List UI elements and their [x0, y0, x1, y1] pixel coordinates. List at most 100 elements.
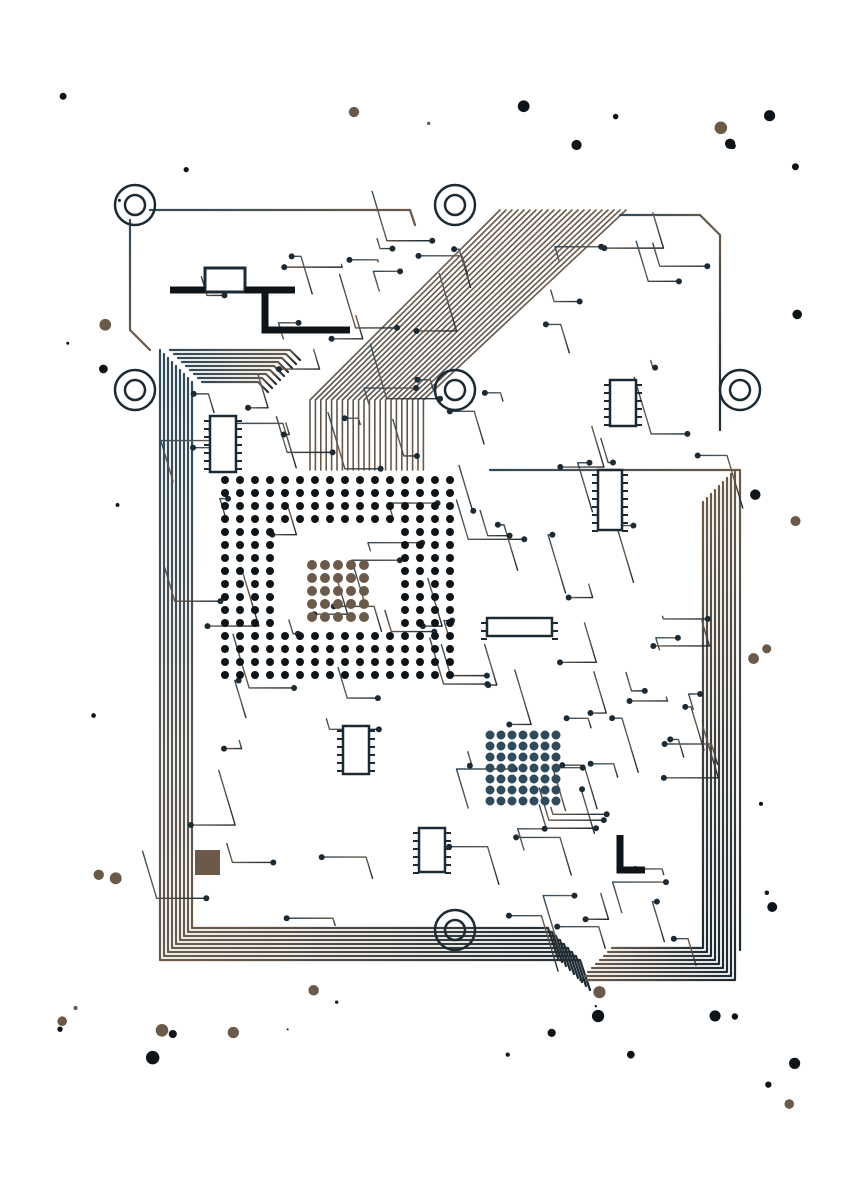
signal-trace — [160, 439, 219, 483]
via-pad — [288, 253, 295, 260]
bga-ball — [401, 593, 409, 601]
bga-ball — [221, 541, 229, 549]
signal-trace — [508, 669, 532, 726]
bga-ball — [416, 489, 424, 497]
bga-ball — [281, 502, 289, 510]
core-pad — [307, 573, 317, 583]
ink-dot — [109, 872, 122, 885]
signal-trace — [285, 917, 336, 927]
bga-ball — [431, 541, 439, 549]
bga-ball — [251, 476, 259, 484]
signal-trace — [561, 764, 598, 810]
signal-trace — [372, 270, 401, 292]
signal-trace — [330, 314, 364, 340]
mounting-hole — [443, 193, 467, 217]
signal-trace — [545, 323, 570, 354]
bga-ball — [236, 515, 244, 523]
diagonal-bus-trace — [341, 209, 537, 471]
via-pad — [329, 449, 336, 456]
bga-ball — [221, 567, 229, 575]
bga-ball — [371, 658, 379, 666]
bga-ball — [446, 632, 454, 640]
switch-component — [203, 266, 247, 294]
ink-dot — [612, 113, 619, 120]
via-pad — [190, 444, 197, 451]
right-bus-trace — [578, 468, 737, 982]
signal-trace — [416, 379, 434, 390]
thick-power-trace — [170, 286, 350, 334]
mounting-hole-ring — [433, 368, 477, 412]
outer-bus-trace — [178, 368, 572, 972]
ic-chip — [208, 414, 238, 474]
diagonal-bus-trace — [417, 209, 621, 471]
right-bus-trace — [590, 480, 725, 970]
core-pad — [346, 573, 356, 583]
bga-ball — [416, 554, 424, 562]
diagonal-bus-trace — [309, 209, 501, 471]
bga-ball — [311, 658, 319, 666]
bga-ball — [281, 671, 289, 679]
signal-trace — [600, 437, 614, 464]
core-pad — [346, 586, 356, 596]
via-pad — [341, 415, 348, 422]
via-pad — [603, 811, 610, 818]
via-pad — [245, 404, 252, 411]
diagonal-bus-trace — [395, 209, 597, 471]
signal-trace — [615, 524, 635, 584]
right-bus-trace — [582, 472, 733, 978]
signal-trace — [387, 502, 439, 520]
core-pad — [359, 612, 369, 622]
signal-trace — [348, 259, 379, 263]
signal-trace — [580, 788, 596, 835]
diagonal-bus-trace — [330, 209, 525, 471]
signal-trace — [673, 937, 697, 966]
bga-ball-small — [485, 785, 495, 795]
outer-bus-trace — [190, 380, 560, 960]
ink-dot — [790, 516, 801, 527]
bga-ball-small — [507, 774, 517, 784]
bga-ball-small — [529, 730, 539, 740]
signal-trace — [484, 392, 504, 402]
signal-trace — [559, 622, 598, 664]
bga-ball — [416, 502, 424, 510]
via-pad — [466, 762, 473, 769]
bga-ball-small — [496, 741, 506, 751]
core-pad — [320, 612, 330, 622]
signal-trace — [449, 410, 485, 445]
bga-ball-small — [551, 752, 561, 762]
bga-ball-small — [496, 730, 506, 740]
ink-dot — [731, 1013, 739, 1020]
bga-ball — [416, 580, 424, 588]
outer-bus-trace — [182, 372, 568, 968]
bga-ball — [446, 515, 454, 523]
ink-dot — [517, 100, 530, 113]
via-pad — [704, 615, 711, 622]
bga-ball — [326, 671, 334, 679]
bga-ball-small — [529, 741, 539, 751]
ink-dot — [764, 110, 776, 122]
ink-dot — [308, 985, 319, 996]
bga-ball — [416, 541, 424, 549]
bga-ball — [266, 554, 274, 562]
bga-ball-small — [529, 774, 539, 784]
bga-ball-small — [540, 785, 550, 795]
ink-dot — [784, 1099, 795, 1109]
top-bus-trace — [172, 352, 298, 366]
via-pad — [554, 923, 561, 930]
signal-trace — [550, 289, 581, 303]
signal-trace — [559, 425, 605, 468]
bga-ball — [251, 671, 259, 679]
bga-ball — [386, 515, 394, 523]
top-bus-trace — [168, 348, 302, 362]
bga-ball — [416, 567, 424, 575]
via-pad — [328, 335, 335, 342]
bga-ball — [251, 528, 259, 536]
ink-dot — [748, 653, 759, 664]
bga-ball — [416, 528, 424, 536]
bga-ball-small — [507, 752, 517, 762]
bga-ball — [401, 606, 409, 614]
signal-trace — [247, 373, 269, 409]
bga-ball — [326, 476, 334, 484]
via-pad — [609, 715, 616, 722]
